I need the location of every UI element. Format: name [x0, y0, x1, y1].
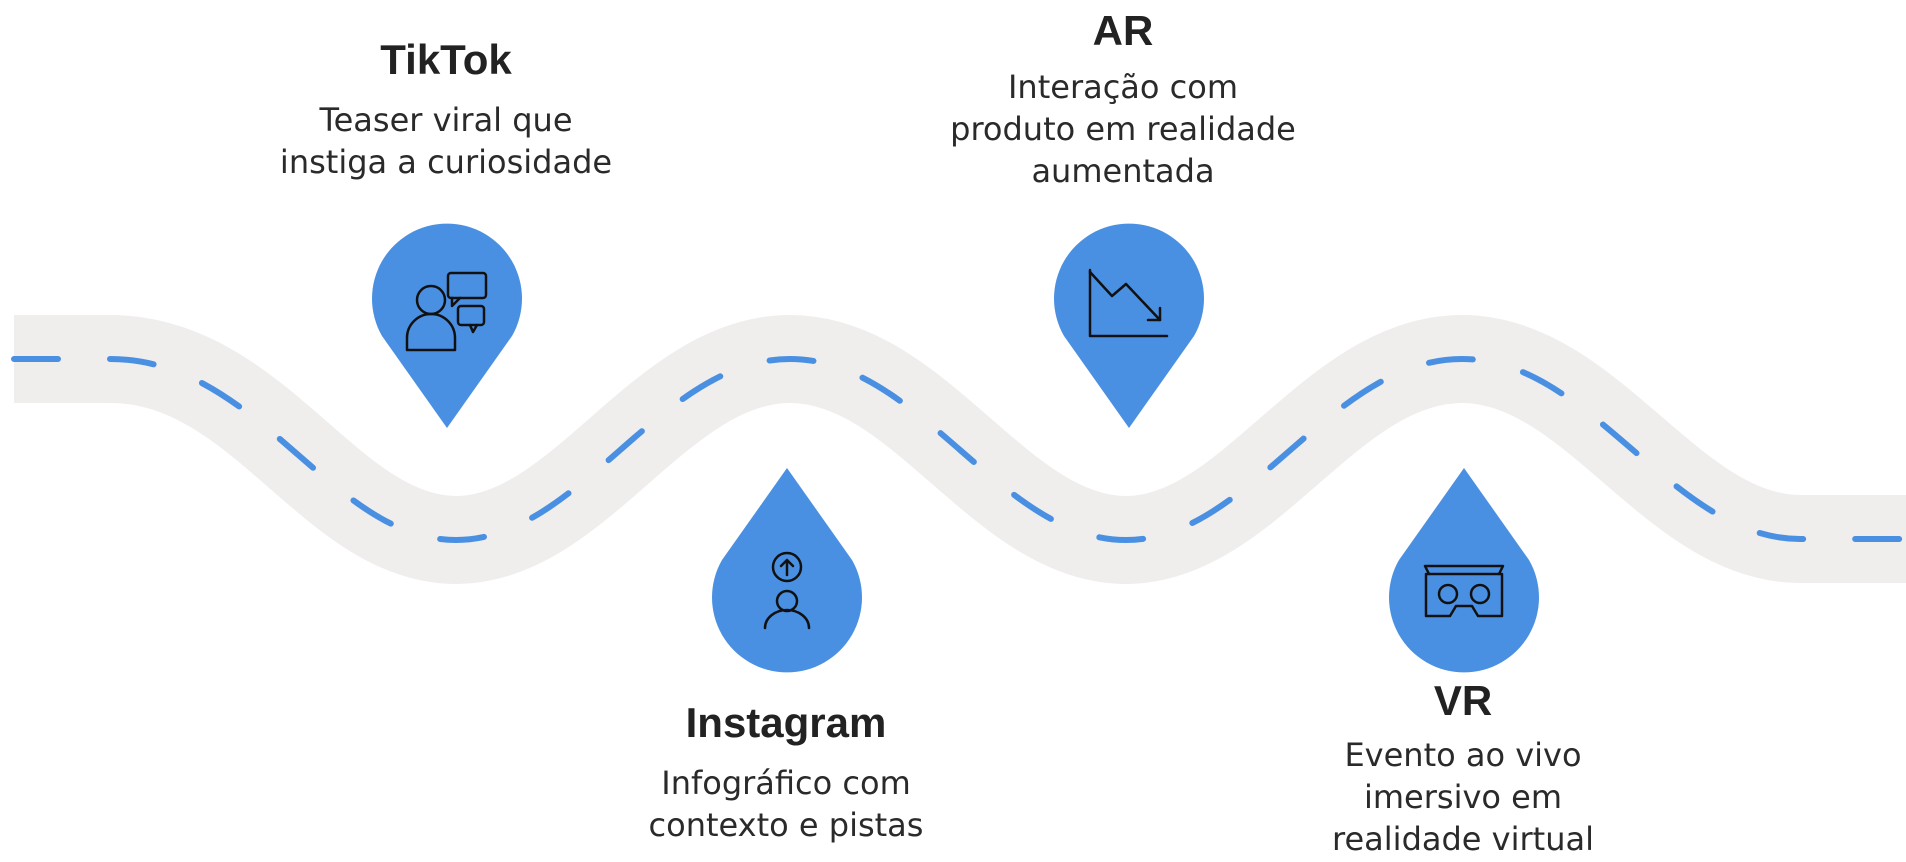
milestone-title: VR: [1433, 677, 1493, 724]
description-line: realidade virtual: [1332, 820, 1594, 858]
milestone-pin-instagram: [712, 468, 863, 673]
milestone-pin-tiktok: [371, 223, 522, 428]
milestone-pin-ar: [1054, 223, 1204, 428]
milestone-label-instagram: Instagram Infográfico com contexto e pis…: [556, 698, 1016, 846]
milestone-description: Evento ao vivo imersivo em realidade vir…: [1233, 734, 1693, 860]
milestone-label-ar: AR Interação com produto em realidade au…: [893, 6, 1353, 192]
description-line: Teaser viral que: [319, 101, 573, 139]
milestone-label-tiktok: TikTok Teaser viral que instiga a curios…: [216, 35, 676, 183]
milestone-title: AR: [1092, 7, 1154, 54]
milestone-label-vr: VR Evento ao vivo imersivo em realidade …: [1233, 676, 1693, 860]
milestone-description: Teaser viral que instiga a curiosidade: [216, 99, 676, 183]
description-line: Interação com: [1007, 68, 1238, 106]
upload-person-icon: [763, 551, 811, 630]
downtrend-chart-icon: [1088, 268, 1169, 338]
milestone-description: Infográfico com contexto e pistas: [556, 762, 1016, 846]
description-line: Infográfico com: [661, 764, 911, 802]
milestone-title: Instagram: [685, 699, 887, 746]
road-center-dashes: [11, 355, 1906, 544]
description-line: produto em realidade: [950, 110, 1296, 148]
description-line: Evento ao vivo: [1344, 736, 1582, 774]
description-line: aumentada: [1031, 152, 1215, 190]
milestone-description: Interação com produto em realidade aumen…: [893, 66, 1353, 192]
description-line: imersivo em: [1363, 778, 1562, 816]
chat-person-icon: [405, 271, 488, 352]
vr-headset-icon: [1423, 564, 1505, 618]
description-line: instiga a curiosidade: [279, 143, 613, 181]
milestone-title: TikTok: [380, 36, 512, 83]
milestone-pin-vr: [1388, 468, 1539, 673]
description-line: contexto e pistas: [648, 806, 924, 844]
